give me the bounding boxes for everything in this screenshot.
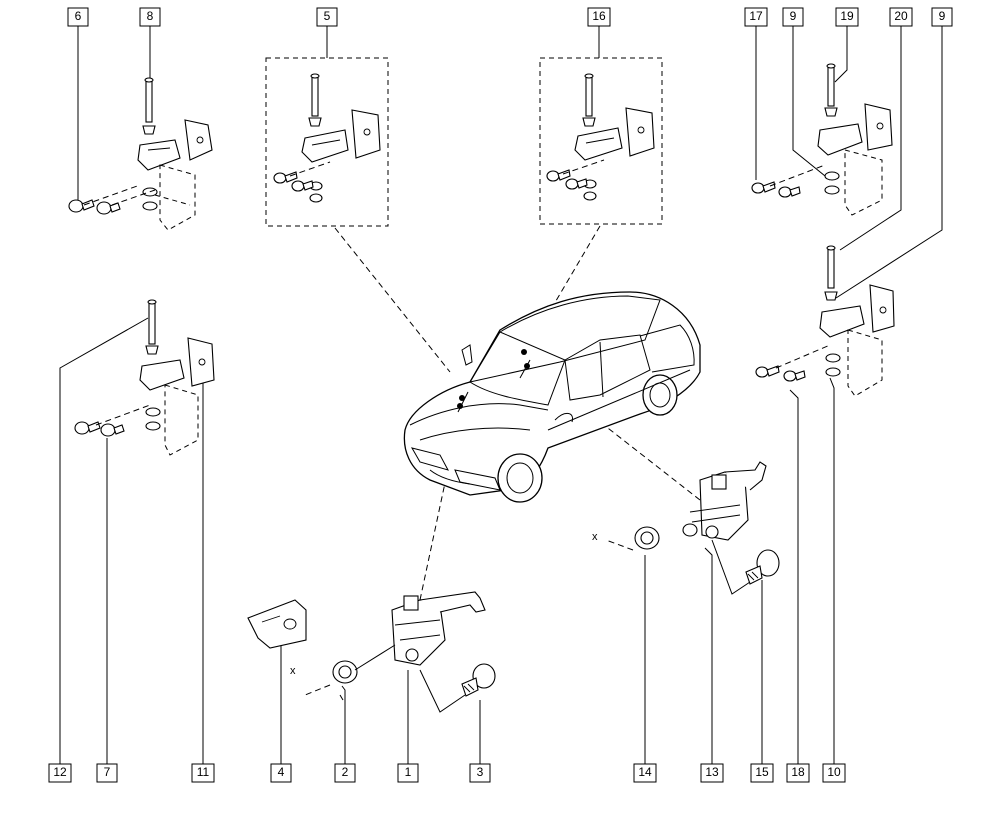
svg-text:3: 3 [477, 765, 484, 779]
callout-13: 13 [700, 763, 724, 783]
detail-box-5 [265, 57, 389, 227]
x-mark-right: x [592, 531, 598, 543]
svg-text:5: 5 [324, 9, 331, 23]
hinge-icon [68, 77, 213, 231]
projection-line-5 [334, 227, 451, 373]
callout-9-top: 9 [782, 7, 804, 27]
callout-7: 7 [96, 763, 118, 783]
callout-3: 3 [469, 763, 491, 783]
svg-text:17: 17 [749, 9, 763, 23]
svg-text:18: 18 [791, 765, 805, 779]
svg-text:19: 19 [840, 9, 854, 23]
callout-2: 2 [334, 763, 356, 783]
hinge-icon [273, 73, 381, 203]
svg-text:4: 4 [278, 765, 285, 779]
callout-4: 4 [270, 763, 292, 783]
hinge-icon [755, 245, 895, 397]
callout-17: 17 [744, 7, 768, 27]
bracket-icon [247, 599, 307, 649]
svg-text:11: 11 [197, 765, 210, 779]
hinge-icon [751, 63, 893, 216]
bolt-icon [68, 199, 95, 213]
callout-15: 15 [750, 763, 774, 783]
svg-text:20: 20 [894, 9, 908, 23]
door-check-icon [689, 461, 767, 541]
callout-11: 11 [191, 763, 215, 783]
callout-16: 16 [587, 7, 611, 27]
svg-text:9: 9 [790, 9, 797, 23]
svg-text:1: 1 [405, 765, 412, 779]
callout-1: 1 [397, 763, 419, 783]
x-mark-left: x [290, 665, 296, 677]
svg-text:12: 12 [53, 765, 67, 779]
bolt-icon [745, 549, 780, 585]
callout-12: 12 [48, 763, 72, 783]
svg-text:2: 2 [342, 765, 349, 779]
hinge-icon [74, 299, 215, 456]
nut-icon [605, 523, 698, 551]
svg-text:7: 7 [104, 765, 111, 779]
svg-text:14: 14 [638, 765, 652, 779]
car-icon [403, 291, 701, 503]
bolt-icon [461, 663, 496, 697]
svg-text:9: 9 [939, 9, 946, 23]
door-check-icon [391, 591, 486, 666]
svg-text:16: 16 [592, 9, 606, 23]
nut-icon [304, 660, 358, 701]
svg-text:8: 8 [147, 9, 154, 23]
svg-text:10: 10 [827, 765, 841, 779]
svg-text:6: 6 [75, 9, 82, 23]
callout-5: 5 [316, 7, 338, 27]
callout-19: 19 [835, 7, 859, 27]
svg-text:13: 13 [705, 765, 719, 779]
projection-line-door-check-rear [539, 374, 701, 501]
callout-8: 8 [139, 7, 161, 27]
callout-18: 18 [786, 763, 810, 783]
callout-6: 6 [67, 7, 89, 27]
callout-9-right: 9 [931, 7, 953, 27]
callout-20: 20 [889, 7, 913, 27]
svg-text:15: 15 [755, 765, 769, 779]
callout-14: 14 [633, 763, 657, 783]
hinge-icon [546, 73, 655, 201]
callout-10: 10 [822, 763, 846, 783]
